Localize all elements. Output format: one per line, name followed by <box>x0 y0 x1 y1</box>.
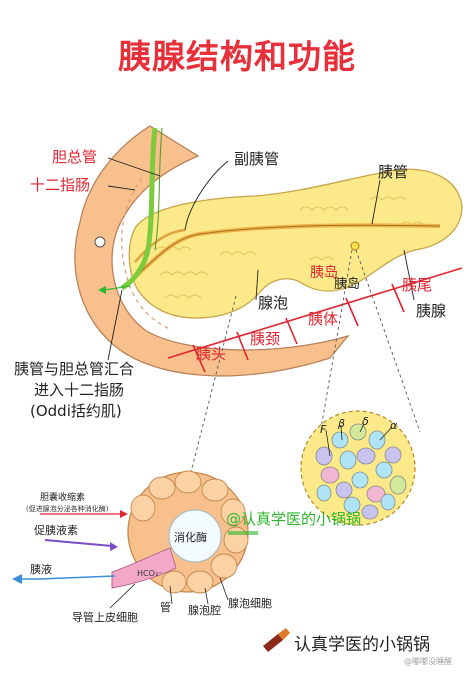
label-acinus: 腺泡 <box>258 294 289 312</box>
watermark-bar <box>228 531 258 535</box>
label-head: 胰头 <box>196 345 227 363</box>
pancreas-shape <box>128 168 463 319</box>
label-duodenum: 十二指肠 <box>30 176 91 194</box>
label-acinar-lumen: 腺泡腔 <box>188 604 221 617</box>
islet-cell-alpha: α <box>390 419 398 432</box>
accessory-duct-line <box>134 228 186 263</box>
label-enzyme: 消化酶 <box>174 531 207 544</box>
label-body: 胰体 <box>308 310 339 328</box>
leader-lines <box>107 157 415 361</box>
islet-cell-beta: β <box>338 417 346 430</box>
islet-guide <box>319 249 353 435</box>
footer-brand: 认真学医的小锅锅 <box>294 635 430 655</box>
label-tail: 胰尾 <box>402 276 433 294</box>
islet-detail <box>300 410 416 526</box>
label-oddi-line2: 进入十二指肠 <box>34 381 125 399</box>
segment-dividers <box>167 267 463 373</box>
label-duct: 管 <box>160 601 171 614</box>
duodenum-shape <box>74 125 350 377</box>
label-accessory-duct: 副胰管 <box>234 150 280 168</box>
label-oddi-line1: 胰管与胆总管汇合 <box>14 360 135 378</box>
label-cck: 胆囊收缩素 <box>40 493 86 503</box>
label-oddi-line3: (Oddi括约肌) <box>30 402 122 420</box>
label-acinar-cell: 腺泡细胞 <box>228 597 272 610</box>
islet-marker <box>350 241 360 251</box>
bile-duct-line <box>120 127 158 291</box>
acinus-detail <box>12 470 249 609</box>
label-pancreatic-duct: 胰管 <box>378 163 409 181</box>
label-hco3: HCO₃⁻ <box>137 569 163 578</box>
label-islet-mark: 胰岛 <box>334 277 361 292</box>
label-common-bile-duct: 胆总管 <box>52 148 98 166</box>
islet-cell-delta: δ <box>362 415 369 428</box>
acinus-guide <box>189 295 237 477</box>
label-neck: 胰颈 <box>250 330 281 348</box>
islet-cell-f: F <box>320 423 327 436</box>
label-cck-note: (促进腺泡分泌各种消化酶) <box>26 505 109 513</box>
center-watermark: @认真学医的小锅锅 <box>226 510 362 528</box>
footer-logo-icon <box>263 628 290 652</box>
label-pancreas: 胰腺 <box>416 302 447 320</box>
footer-small-watermark: @嘟嘟没睡醒 <box>404 657 452 666</box>
label-juice: 胰液 <box>30 563 52 576</box>
label-duct-epithelium: 导管上皮细胞 <box>72 611 138 624</box>
page-title: 胰腺结构和功能 <box>118 37 356 76</box>
label-secretin: 促胰液素 <box>34 524 78 537</box>
label-islet-partial: 胰岛 <box>310 265 338 281</box>
flow-arrow <box>103 285 131 291</box>
duodenal-papilla <box>94 236 106 248</box>
